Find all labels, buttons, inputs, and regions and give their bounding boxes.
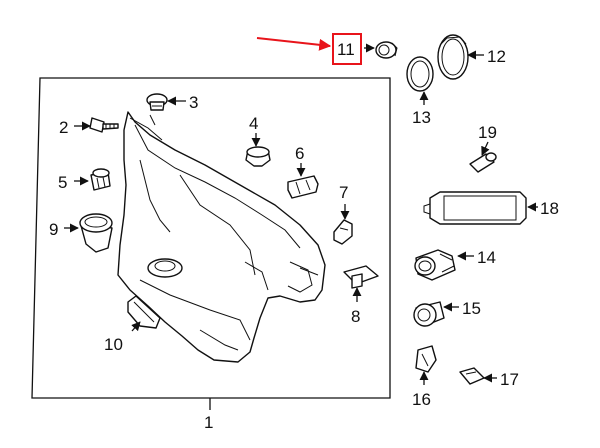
bezel-part-9 [79,213,113,253]
callout-15: 15 [462,299,481,318]
clip-part-5 [90,168,111,191]
assembly-frame [31,77,391,399]
quarter-trim-panel [117,111,326,363]
grommet-part-11 [375,41,398,59]
push-pin-part-3 [146,93,168,111]
callout-5: 5 [58,173,67,192]
callout-12: 12 [487,47,506,66]
callout-7: 7 [339,183,348,202]
socket-part-14 [414,249,456,281]
callout-3: 3 [189,93,198,112]
retainer-part-8 [343,265,379,289]
callout-6: 6 [295,144,304,163]
bracket-part-16 [415,345,437,373]
bulb-part-19 [469,152,497,173]
grommet-part-4 [245,146,271,167]
callout-1: 1 [204,413,213,432]
clip-part-7 [333,219,353,245]
callout-18: 18 [540,199,559,218]
bracket-part-6 [287,175,319,199]
cap-part-15 [413,301,445,327]
callout-9: 9 [49,220,58,239]
callout-11: 11 [337,40,355,59]
clip-part-17 [459,367,485,385]
callout-13: 13 [412,108,431,127]
ring-part-12 [437,34,469,80]
callout-2: 2 [59,118,68,137]
callout-8: 8 [351,307,360,326]
callout-10: 10 [104,335,123,354]
callout-14: 14 [477,248,496,267]
cover-part-10 [127,295,161,329]
callout-19-arrow [481,141,490,156]
callout-11-highlight-box [332,33,362,65]
callout-10-arrow [131,321,141,332]
lamp-housing-part-18 [423,191,527,225]
callout-16: 16 [412,390,431,409]
callout-4: 4 [249,114,258,133]
ring-part-13 [406,56,434,92]
highlight-pointer-arrow [256,37,332,51]
callout-17: 17 [500,370,519,389]
screw-part-2 [89,117,119,133]
callout-19: 19 [478,123,497,142]
